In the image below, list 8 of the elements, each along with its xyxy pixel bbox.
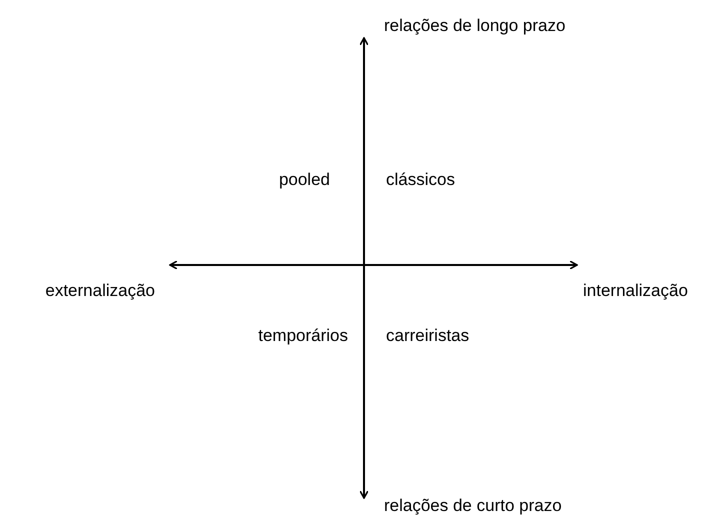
axis-label: externalização (45, 281, 155, 301)
axis-label: internalização (583, 281, 688, 301)
quadrant-label: pooled (278, 170, 330, 190)
axis-label: relações de longo prazo (384, 16, 566, 36)
axis-label: relações de curto prazo (384, 496, 562, 516)
quadrant-label: temporários (258, 326, 348, 346)
quadrant-label: carreiristas (386, 326, 470, 346)
quadrant-label: clássicos (386, 170, 455, 190)
